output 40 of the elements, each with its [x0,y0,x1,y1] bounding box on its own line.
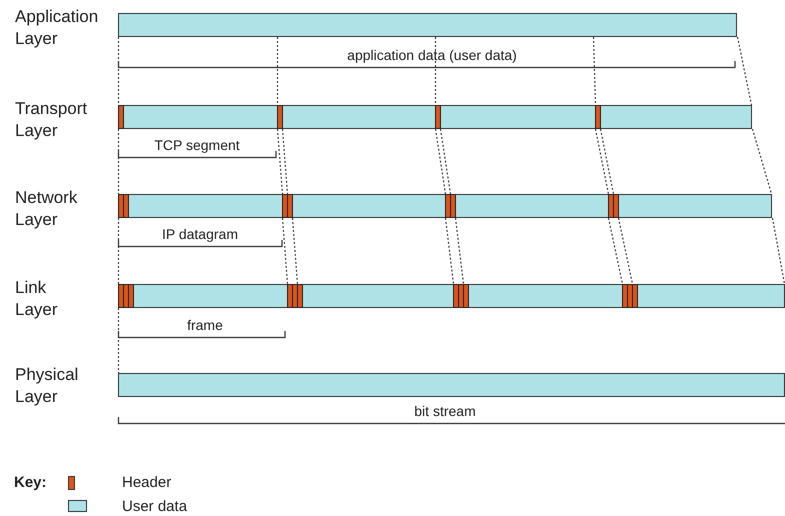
data-bar [118,284,785,308]
dotted-line [454,218,464,284]
bracket-label: IP datagram [162,226,238,242]
dotted-line [282,218,288,284]
dotted-line [434,128,446,194]
data-bar [118,105,752,129]
dotted-line [592,36,596,106]
dotted-line [440,128,452,194]
dotted-line [618,218,634,284]
data-bar [118,194,772,218]
legend-label: Header [122,474,172,491]
dotted-line [118,218,120,284]
layer-label: Physical Layer [15,364,80,408]
dotted-line [118,37,120,105]
legend-label: User data [122,498,188,515]
dotted-line [772,218,785,284]
dotted-line [600,128,614,194]
key-label: Key: [14,474,47,491]
layer-label: Transport Layer [15,98,88,142]
dotted-line [118,308,120,373]
data-bar [118,373,785,397]
dotted-line [608,218,624,284]
dotted-line [276,37,278,105]
data-bar [118,13,737,37]
dotted-line [594,128,610,194]
bracket-label: application data (user data) [347,47,517,63]
bracket-label: bit stream [414,403,476,419]
dotted-line [118,129,120,194]
dotted-line [292,218,298,284]
dotted-line [736,36,752,106]
bracket-label: frame [187,317,223,333]
dotted-line [444,218,454,284]
dotted-line [276,128,284,194]
dotted-line [282,128,288,194]
dotted-line [752,128,772,194]
layer-label: Link Layer [15,277,59,321]
bracket-label: TCP segment [154,137,240,153]
layer-label: Application Layer [15,6,100,50]
layer-label: Network Layer [15,187,78,231]
dotted-line [434,37,436,105]
